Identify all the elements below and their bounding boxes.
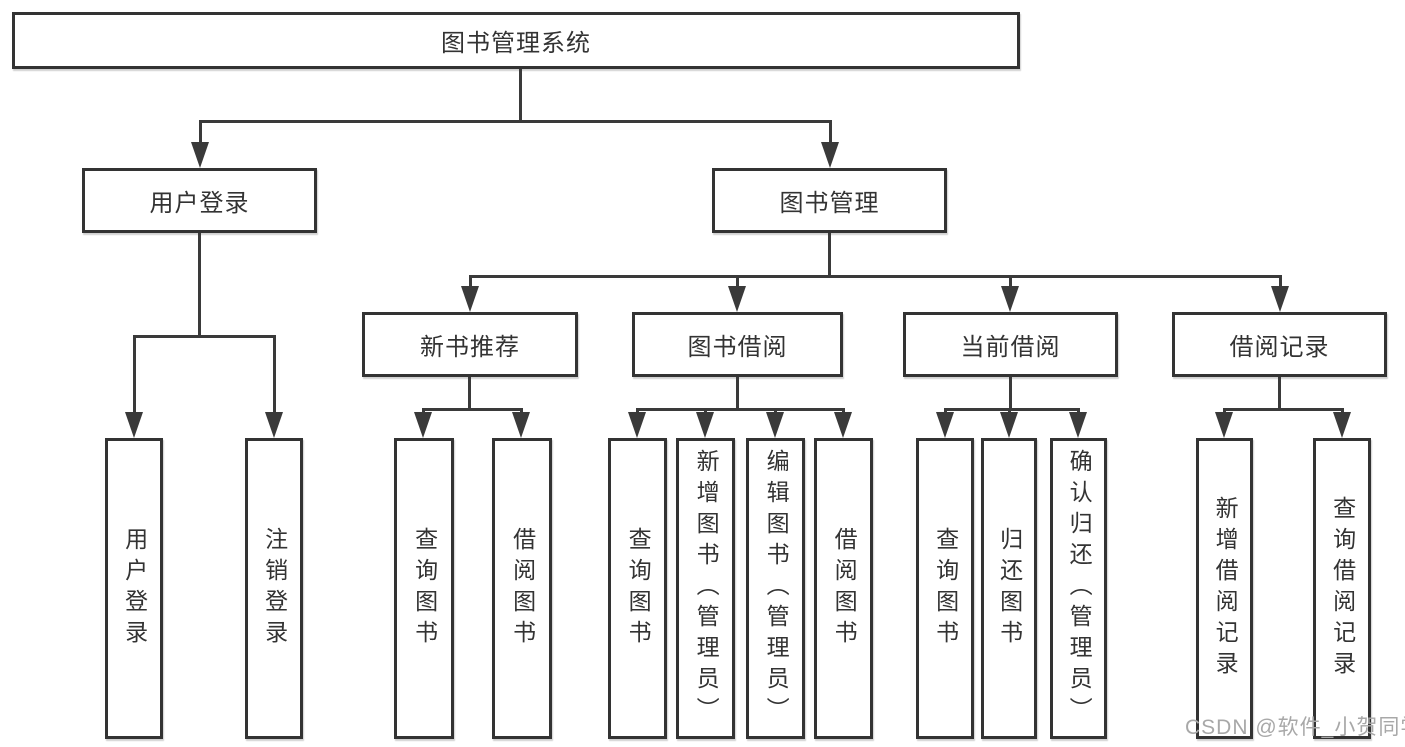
leaf-add-books-admin-label: 新增图书（管理员） — [693, 449, 720, 728]
leaf-edit-books-admin-label: 编辑图书（管理员） — [763, 449, 790, 728]
arrow-to-leaf-borrow-books-2 — [834, 408, 852, 438]
arrow-to-leaf-add-record — [1215, 408, 1233, 438]
csdn-watermark: CSDN @软件_小贺同学 — [1185, 716, 1405, 739]
arrow-to-leaf-add-books — [696, 408, 714, 438]
arrow-to-leaf-query-books-2 — [628, 408, 646, 438]
arrow-to-new-book-recommend — [461, 275, 479, 312]
leaf-logout: 注销登录 — [245, 438, 303, 739]
connector-user-login-stem — [198, 233, 201, 335]
arrow-to-leaf-query-books-3 — [936, 408, 954, 438]
node-new-book-recommend-label: 新书推荐 — [420, 334, 520, 361]
node-user-login-label: 用户登录 — [149, 190, 250, 217]
connector-new-book-hline — [423, 408, 522, 411]
leaf-return-books-label: 归还图书 — [996, 526, 1023, 651]
node-book-borrow-label: 图书借阅 — [687, 334, 788, 361]
arrow-to-leaf-borrow-books-1 — [512, 408, 530, 438]
leaf-query-books-1: 查询图书 — [394, 438, 454, 739]
connector-new-book-stem — [468, 377, 471, 408]
arrow-to-leaf-user-login — [125, 335, 143, 438]
leaf-query-borrow-record: 查询借阅记录 — [1313, 438, 1371, 739]
node-book-management: 图书管理 — [712, 168, 947, 233]
leaf-borrow-books-2: 借阅图书 — [814, 438, 873, 739]
node-root-label: 图书管理系统 — [441, 30, 591, 57]
arrow-to-book-management — [821, 120, 839, 168]
node-book-borrow: 图书借阅 — [632, 312, 843, 377]
node-borrow-records: 借阅记录 — [1172, 312, 1387, 377]
leaf-user-login: 用户登录 — [105, 438, 163, 739]
node-book-management-label: 图书管理 — [779, 190, 880, 217]
node-borrow-records-label: 借阅记录 — [1229, 334, 1330, 361]
connector-borrow-records-hline — [1224, 408, 1344, 411]
arrow-to-leaf-logout — [265, 335, 283, 438]
arrow-to-user-login — [191, 120, 209, 168]
connector-book-management-stem — [828, 233, 831, 278]
arrow-to-book-borrow — [728, 275, 746, 312]
arrow-to-borrow-records — [1271, 275, 1289, 312]
arrow-to-leaf-return-books — [1000, 408, 1018, 438]
node-new-book-recommend: 新书推荐 — [362, 312, 578, 377]
leaf-query-books-3: 查询图书 — [916, 438, 974, 739]
connector-borrow-records-stem — [1278, 377, 1281, 408]
leaf-confirm-return-admin-label: 确认归还（管理员） — [1066, 449, 1093, 728]
connector-root-stem — [519, 69, 522, 120]
leaf-borrow-books-1-label: 借阅图书 — [509, 526, 536, 651]
connector-book-borrow-hline — [637, 408, 844, 411]
arrow-to-current-borrow — [1001, 275, 1019, 312]
leaf-borrow-books-2-label: 借阅图书 — [831, 526, 858, 651]
leaf-edit-books-admin: 编辑图书（管理员） — [746, 438, 805, 739]
node-root: 图书管理系统 — [12, 12, 1020, 69]
node-current-borrow: 当前借阅 — [903, 312, 1118, 377]
arrow-to-leaf-query-record — [1333, 408, 1351, 438]
leaf-add-books-admin: 新增图书（管理员） — [676, 438, 735, 739]
leaf-query-books-2-label: 查询图书 — [625, 526, 652, 651]
leaf-logout-label: 注销登录 — [261, 526, 288, 651]
node-current-borrow-label: 当前借阅 — [960, 334, 1061, 361]
leaf-add-borrow-record-label: 新增借阅记录 — [1212, 495, 1239, 682]
leaf-query-borrow-record-label: 查询借阅记录 — [1329, 495, 1356, 682]
leaf-query-books-2: 查询图书 — [608, 438, 667, 739]
leaf-user-login-label: 用户登录 — [121, 526, 148, 651]
connector-current-borrow-stem — [1009, 377, 1012, 408]
leaf-borrow-books-1: 借阅图书 — [492, 438, 552, 739]
leaf-return-books: 归还图书 — [981, 438, 1037, 739]
arrow-to-leaf-edit-books — [766, 408, 784, 438]
connector-book-borrow-stem — [736, 377, 739, 408]
arrow-to-leaf-query-books-1 — [414, 408, 432, 438]
connector-user-login-hline — [134, 335, 275, 338]
node-user-login: 用户登录 — [82, 168, 317, 233]
leaf-confirm-return-admin: 确认归还（管理员） — [1050, 438, 1107, 739]
connector-level2-hline — [199, 120, 832, 123]
leaf-query-books-1-label: 查询图书 — [411, 526, 438, 651]
connector-current-borrow-hline — [945, 408, 1080, 411]
arrow-to-leaf-confirm-return — [1069, 408, 1087, 438]
connector-level3-hline — [470, 275, 1282, 278]
leaf-query-books-3-label: 查询图书 — [932, 526, 959, 651]
leaf-add-borrow-record: 新增借阅记录 — [1196, 438, 1253, 739]
